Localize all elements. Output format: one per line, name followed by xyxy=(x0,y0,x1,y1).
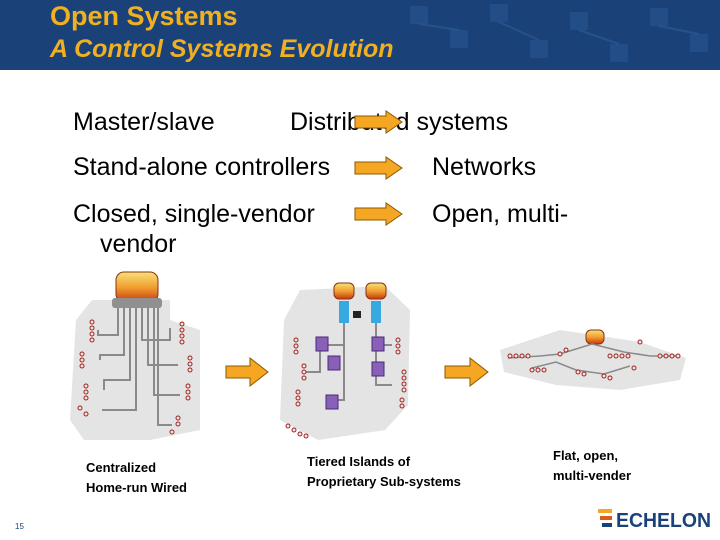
caption-line: Tiered Islands of xyxy=(307,454,411,469)
caption-line: multi-vender xyxy=(553,468,632,483)
svg-text:ECHELON: ECHELON xyxy=(616,510,711,531)
arrow-icon xyxy=(354,110,403,134)
caption-line: Proprietary Sub-systems xyxy=(307,474,461,489)
header-pattern xyxy=(410,4,708,62)
echelon-logo: ECHELON xyxy=(598,509,711,531)
bullet-stand-alone-controllers: Stand-alone controllers xyxy=(73,153,331,181)
flat-open-network-illustration xyxy=(500,329,686,390)
bullet-open-multi: Open, multi- xyxy=(432,200,569,228)
page-title: Open Systems xyxy=(50,1,238,31)
page-subtitle: A Control Systems Evolution xyxy=(50,35,394,63)
arrow-icon xyxy=(354,156,403,180)
caption-flat-open: Flat, open, multi-vender xyxy=(553,446,631,486)
caption-centralized: Centralized Home-run Wired xyxy=(86,458,187,498)
bullet-master-slave: Master/slave xyxy=(73,108,215,136)
caption-line: Home-run Wired xyxy=(86,480,187,495)
arrow-icon xyxy=(444,356,489,388)
tiered-islands-illustration xyxy=(280,282,410,440)
title-bar: Open Systems A Control Systems Evolution xyxy=(0,0,720,70)
page-number: 15 xyxy=(15,522,24,531)
arrow-icon xyxy=(225,356,269,388)
arrow-icon xyxy=(354,202,403,226)
caption-line: Flat, open, xyxy=(553,448,618,463)
caption-line: Centralized xyxy=(86,460,157,475)
bullet-closed-single-vendor: Closed, single-vendor xyxy=(73,200,315,228)
caption-tiered-islands: Tiered Islands of Proprietary Sub-system… xyxy=(307,452,461,492)
bullet-vendor-wrap: vendor xyxy=(100,230,177,258)
centralized-network-illustration xyxy=(70,271,200,440)
bullet-networks: Networks xyxy=(432,153,537,181)
